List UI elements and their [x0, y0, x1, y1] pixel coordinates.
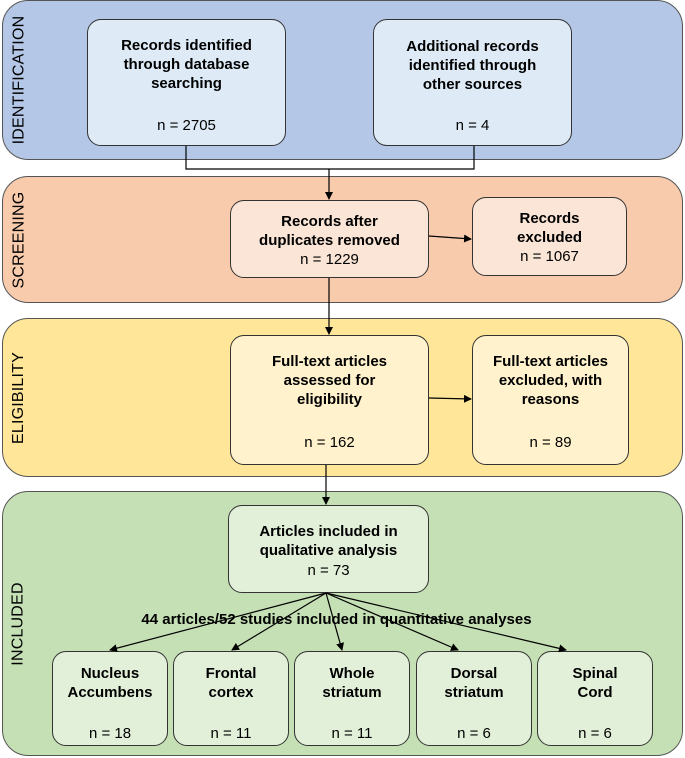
region-count: n = 18 [88, 725, 132, 742]
after-duplicates-title: Records after duplicates removed [259, 213, 400, 249]
database-records-box: Records identified through database sear… [87, 19, 286, 146]
fulltext-assessed-title: Full-text articles assessed for eligibil… [271, 353, 388, 408]
region-count: n = 11 [210, 725, 252, 742]
region-title: Frontal cortex [205, 665, 257, 701]
records-excluded-title: Records excluded [516, 210, 583, 246]
identification-label-wrap: IDENTIFICATION [2, 0, 36, 160]
screening-label: SCREENING [10, 191, 27, 288]
region-box-frontal-cortex: Frontal cortex n = 11 [173, 651, 289, 746]
identification-label: IDENTIFICATION [10, 15, 28, 145]
database-records-count: n = 2705 [157, 117, 216, 134]
after-duplicates-box: Records after duplicates removed n = 122… [230, 200, 429, 278]
region-title: Nucleus Accumbens [67, 665, 153, 701]
qualitative-analysis-title: Articles included in qualitative analysi… [259, 523, 398, 559]
region-count: n = 6 [457, 725, 491, 742]
eligibility-label-wrap: ELIGIBILITY [2, 318, 36, 477]
qualitative-analysis-box: Articles included in qualitative analysi… [228, 505, 429, 593]
screening-label-wrap: SCREENING [2, 176, 36, 303]
fulltext-assessed-box: Full-text articles assessed for eligibil… [230, 335, 429, 465]
region-count: n = 6 [578, 725, 612, 742]
fulltext-excluded-title: Full-text articles excluded, with reason… [492, 353, 609, 408]
region-box-spinal-cord: Spinal Cord n = 6 [537, 651, 653, 746]
region-title: Whole striatum [322, 665, 382, 701]
region-box-dorsal-striatum: Dorsal striatum n = 6 [416, 651, 532, 746]
after-duplicates-count: n = 1229 [300, 251, 359, 268]
eligibility-label: ELIGIBILITY [10, 351, 28, 444]
quantitative-analyses-label: 44 articles/52 studies included in quant… [141, 611, 532, 628]
qualitative-analysis-count: n = 73 [307, 562, 350, 579]
fulltext-excluded-box: Full-text articles excluded, with reason… [472, 335, 629, 465]
region-count: n = 11 [331, 725, 373, 742]
other-sources-title: Additional records identified through ot… [406, 38, 539, 93]
fulltext-assessed-count: n = 162 [304, 434, 355, 451]
region-title: Spinal Cord [572, 665, 618, 701]
records-excluded-count: n = 1067 [520, 248, 579, 265]
records-excluded-box: Records excluded n = 1067 [472, 197, 627, 276]
region-title: Dorsal striatum [444, 665, 504, 701]
region-box-nucleus-accumbens: Nucleus Accumbens n = 18 [52, 651, 168, 746]
database-records-title: Records identified through database sear… [121, 37, 252, 92]
fulltext-excluded-count: n = 89 [529, 434, 572, 451]
other-sources-count: n = 4 [455, 117, 490, 134]
region-box-whole-striatum: Whole striatum n = 11 [294, 651, 410, 746]
other-sources-box: Additional records identified through ot… [373, 19, 572, 146]
